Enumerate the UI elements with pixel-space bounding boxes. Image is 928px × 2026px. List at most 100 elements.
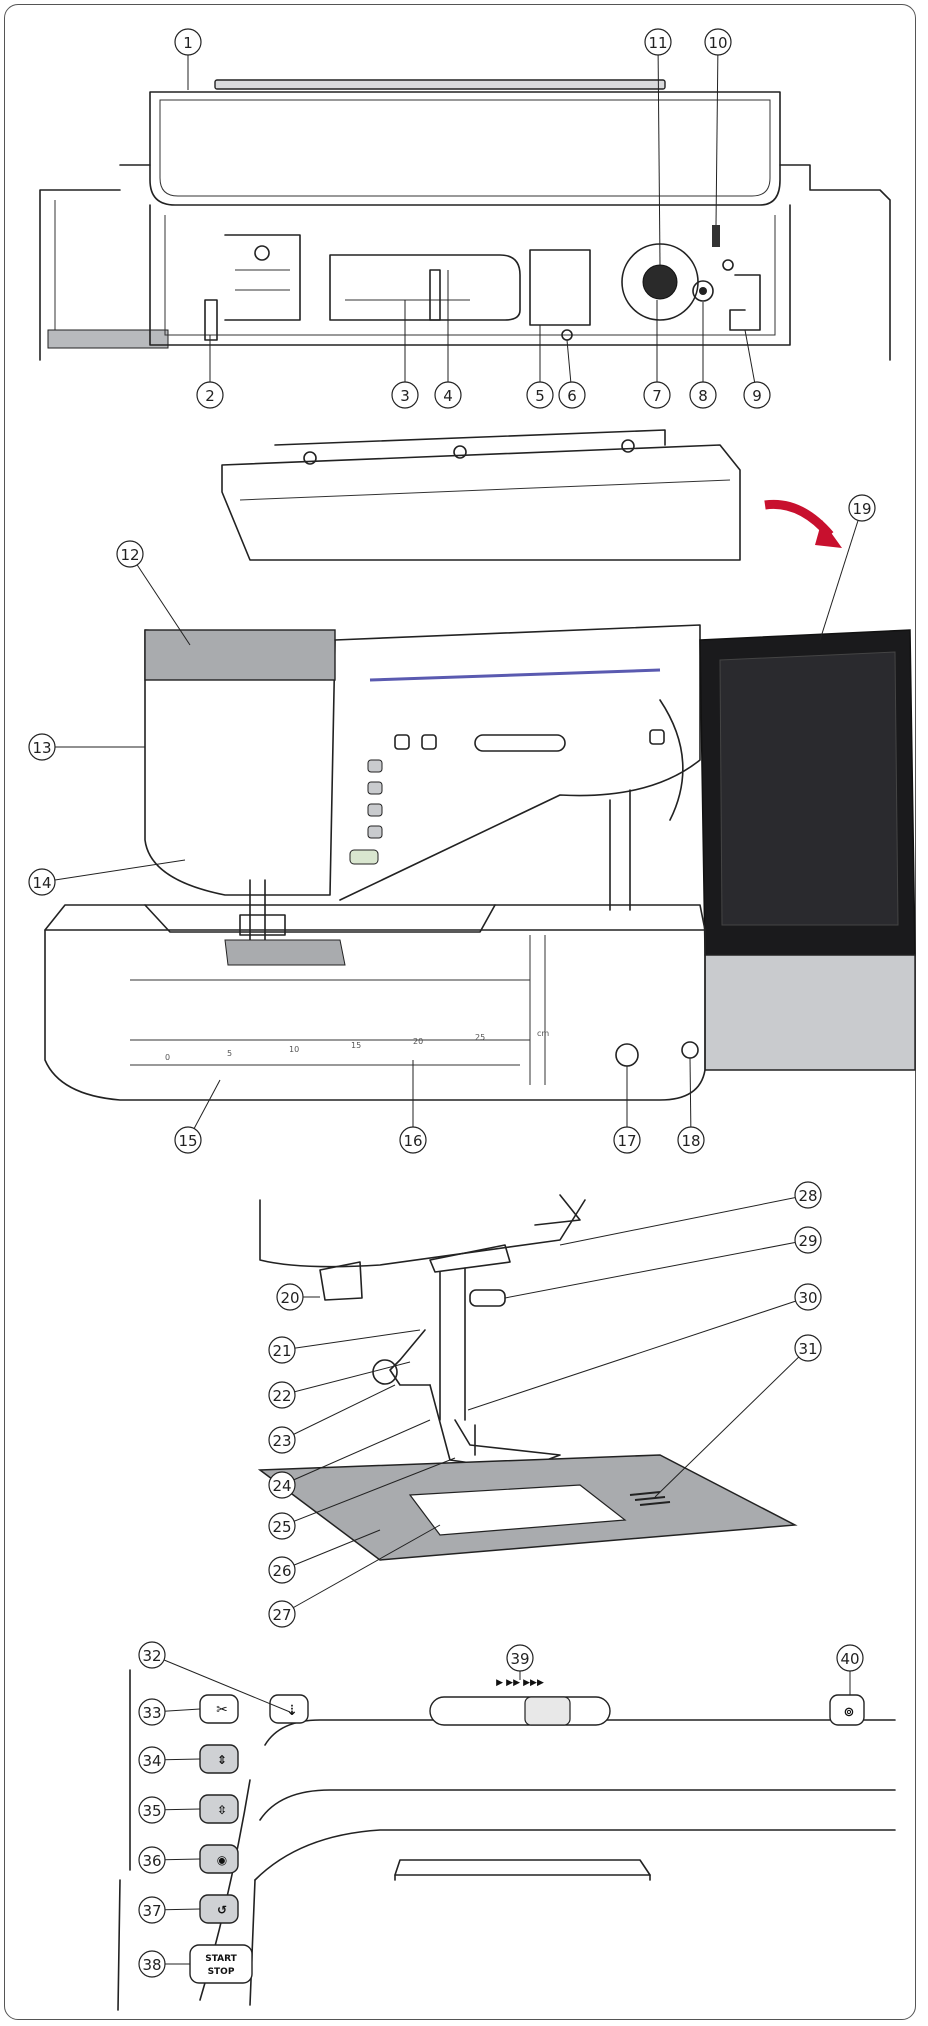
callout-label-32: 32 [142, 1647, 161, 1665]
callout-circle-33 [138, 1698, 166, 1726]
callout-label-30: 30 [798, 1289, 817, 1307]
speed-arrows-label: ▶ ▶▶ ▶▶▶ [496, 1678, 544, 1688]
presser-foot-icon: ⇕ [217, 1753, 227, 1767]
leader-line-21 [281, 1329, 421, 1351]
machine-open-lid [221, 444, 741, 561]
callout-circle-32 [138, 1641, 166, 1669]
callout-label-21: 21 [272, 1342, 291, 1360]
callout-circle-17 [613, 1126, 641, 1154]
leader-line-12 [129, 553, 191, 646]
leader-line-11 [657, 41, 661, 266]
callout-label-7: 7 [652, 387, 662, 405]
callout-label-13: 13 [32, 739, 51, 757]
speed-slider-knob[interactable] [524, 1696, 571, 1726]
bobbin-icon: ⊚ [844, 1705, 855, 1720]
callout-circle-3 [391, 381, 419, 409]
speed-slider[interactable] [429, 1696, 611, 1726]
callout-label-6: 6 [567, 387, 577, 405]
callout-circle-7 [643, 381, 671, 409]
leader-line-27 [281, 1524, 441, 1615]
callout-circle-23 [268, 1426, 296, 1454]
leader-line-31 [654, 1347, 809, 1498]
callout-label-36: 36 [142, 1852, 161, 1870]
leader-line-14 [41, 859, 186, 883]
needle-closeup [257, 1194, 798, 1561]
callout-label-1: 1 [183, 34, 193, 52]
callout-circle-36 [138, 1846, 166, 1874]
leader-line-10 [715, 41, 719, 226]
bobbin-winder-button[interactable] [829, 1694, 865, 1726]
callout-circle-29 [794, 1226, 822, 1254]
callout-circle-1 [174, 28, 202, 56]
leader-line-24 [281, 1419, 431, 1486]
callout-label-4: 4 [443, 387, 453, 405]
callout-label-25: 25 [272, 1518, 291, 1536]
callout-label-26: 26 [272, 1562, 291, 1580]
callout-label-19: 19 [852, 500, 871, 518]
callout-label-15: 15 [178, 1132, 197, 1150]
callout-label-35: 35 [142, 1802, 161, 1820]
callout-label-2: 2 [205, 387, 215, 405]
top-view [39, 79, 891, 361]
callout-circle-16 [399, 1126, 427, 1154]
bobbin-cover-plate [408, 1484, 627, 1536]
lock-icon: ◉ [217, 1853, 227, 1867]
callout-circle-9 [743, 381, 771, 409]
callout-circle-34 [138, 1746, 166, 1774]
callout-label-28: 28 [798, 1187, 817, 1205]
top-cover-lid [149, 91, 781, 206]
callout-label-8: 8 [698, 387, 708, 405]
callout-label-33: 33 [142, 1704, 161, 1722]
callout-label-16: 16 [403, 1132, 422, 1150]
start-stop-label-2: STOP [208, 1967, 235, 1977]
thread-cutter-housing [144, 629, 336, 681]
callout-circle-27 [268, 1600, 296, 1628]
callout-label-3: 3 [400, 387, 410, 405]
callout-label-38: 38 [142, 1956, 161, 1974]
ruler-mark: 15 [351, 1041, 361, 1050]
callout-circle-38 [138, 1950, 166, 1978]
callout-circle-2 [196, 381, 224, 409]
callout-circle-40 [836, 1644, 864, 1672]
thread-compartment [149, 204, 791, 346]
callout-circle-14 [28, 868, 56, 896]
leader-line-19 [819, 507, 863, 641]
machine-arm [334, 624, 701, 901]
callout-circle-28 [794, 1181, 822, 1209]
leader-line-23 [281, 1384, 396, 1441]
callout-circle-37 [138, 1896, 166, 1924]
leader-line-22 [281, 1361, 411, 1396]
accessory-slot [529, 249, 591, 326]
callout-circle-8 [689, 381, 717, 409]
callout-circle-35 [138, 1796, 166, 1824]
up-down-icon: ⇳ [217, 1803, 227, 1817]
machine-bed [44, 929, 706, 1101]
needle-up-down-button[interactable] [269, 1694, 309, 1724]
callout-circle-20 [276, 1283, 304, 1311]
callout-circle-4 [434, 381, 462, 409]
reverse-icon: ↺ [217, 1903, 227, 1917]
callout-circle-12 [116, 540, 144, 568]
callout-circle-21 [268, 1336, 296, 1364]
scissors-icon: ✂ [216, 1702, 228, 1718]
leader-line-32 [151, 1654, 291, 1713]
ruler-mark: 10 [289, 1045, 299, 1054]
ruler-mark: 25 [475, 1033, 485, 1042]
callout-label-17: 17 [617, 1132, 636, 1150]
callout-label-11: 11 [648, 34, 667, 52]
callout-label-37: 37 [142, 1902, 161, 1920]
callout-label-10: 10 [708, 34, 727, 52]
callout-label-20: 20 [280, 1289, 299, 1307]
callout-circle-39 [506, 1644, 534, 1672]
callout-circle-15 [174, 1126, 202, 1154]
foot-control-jack[interactable] [615, 1043, 639, 1067]
ruler-mark: 20 [413, 1037, 423, 1046]
start-stop-button[interactable] [189, 1944, 253, 1984]
callout-circle-6 [558, 381, 586, 409]
needle-icon: ⇣ [286, 1703, 298, 1719]
callout-circle-25 [268, 1512, 296, 1540]
machine-view [44, 429, 916, 1101]
leader-line-18 [689, 1057, 692, 1141]
